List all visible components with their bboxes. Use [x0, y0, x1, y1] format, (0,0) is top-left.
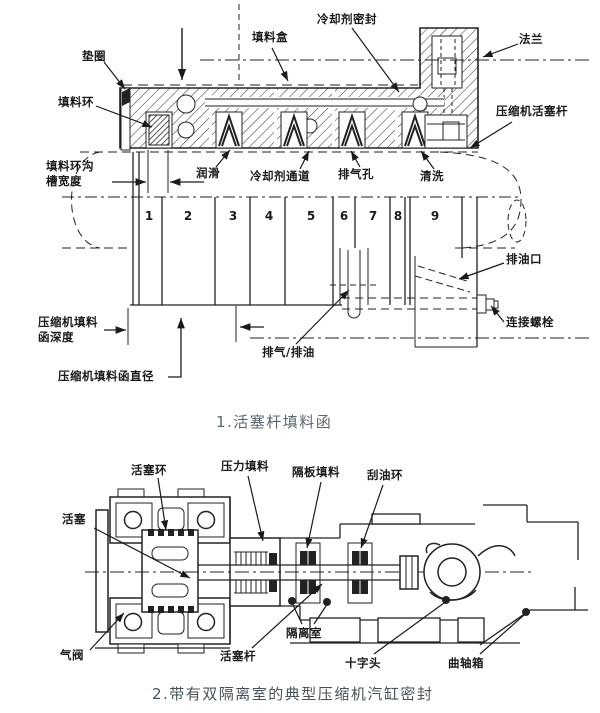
label-crankcase: 曲轴箱 [448, 656, 484, 670]
label-packing-ring: 填料环 [58, 95, 94, 109]
figure2-drawing [85, 475, 588, 655]
label-purge: 清洗 [420, 169, 444, 183]
flange-slot [431, 35, 463, 89]
label-connecting-bolt: 连接螺栓 [506, 315, 554, 329]
label-pressure-packing: 压力填料 [221, 459, 269, 473]
figure2-leaders [89, 475, 525, 655]
figure1-leaders [95, 27, 519, 345]
compartment-number-7: 7 [368, 209, 378, 223]
compartment-number-2: 2 [183, 209, 193, 223]
label-flange: 法兰 [519, 32, 543, 46]
label-oil-drain-port: 排油口 [506, 252, 542, 266]
compartment-number-5: 5 [306, 209, 316, 223]
label-packing-box: 填料盒 [252, 30, 288, 44]
label-stuffing-box-diameter: 压缩机填料函直径 [58, 369, 154, 383]
piston-rod-outline [62, 151, 527, 249]
label-groove-width: 填料环沟槽宽度 [46, 159, 94, 188]
drain-slot [330, 248, 378, 319]
label-piston-rod: 活塞杆 [220, 649, 256, 663]
piston-shape [141, 529, 199, 613]
crosshead-shape [423, 542, 516, 601]
frame-outline [95, 497, 588, 649]
connecting-bolt-shape [476, 294, 499, 314]
label-crosshead: 十字头 [345, 656, 381, 670]
label-piston: 活塞 [62, 512, 86, 526]
label-oil-scraper-ring: 刮油环 [367, 468, 403, 482]
compartment-number-6: 6 [339, 209, 349, 223]
compartment-number-1: 1 [144, 209, 154, 223]
rod-nut [399, 555, 419, 590]
support-block [414, 256, 477, 348]
figure1-caption: 1.活塞杆填料函 [216, 413, 333, 431]
label-piston-ring: 活塞环 [131, 463, 167, 477]
label-baffle-packing: 隔板填料 [292, 465, 340, 479]
compartment-number-8: 8 [393, 209, 403, 223]
label-vent-oil-drain: 排气/排油 [262, 345, 315, 359]
label-gasket: 垫圈 [82, 49, 106, 63]
figure1-drawing [62, 4, 592, 378]
label-gas-valve: 气阀 [60, 648, 84, 662]
label-isolation-chamber: 隔离室 [286, 626, 322, 640]
label-vent-hole: 排气孔 [338, 167, 374, 181]
label-coolant-channel: 冷却剂通道 [250, 169, 310, 183]
compartment-number-9: 9 [430, 209, 440, 223]
gasket-element [122, 88, 130, 106]
label-compressor-piston-rod: 压缩机活塞杆 [496, 104, 568, 118]
label-lubrication: 润滑 [196, 166, 220, 180]
label-stuffing-box-depth: 压缩机填料函深度 [38, 315, 98, 344]
compartment-number-4: 4 [264, 209, 274, 223]
label-coolant-seal: 冷却剂密封 [317, 12, 377, 26]
coolant-seal-housing [424, 114, 468, 149]
packing-ring-element [148, 114, 170, 146]
compartment-number-3: 3 [228, 209, 238, 223]
figure2-caption: 2.带有双隔离室的典型压缩机汽缸密封 [152, 685, 434, 703]
